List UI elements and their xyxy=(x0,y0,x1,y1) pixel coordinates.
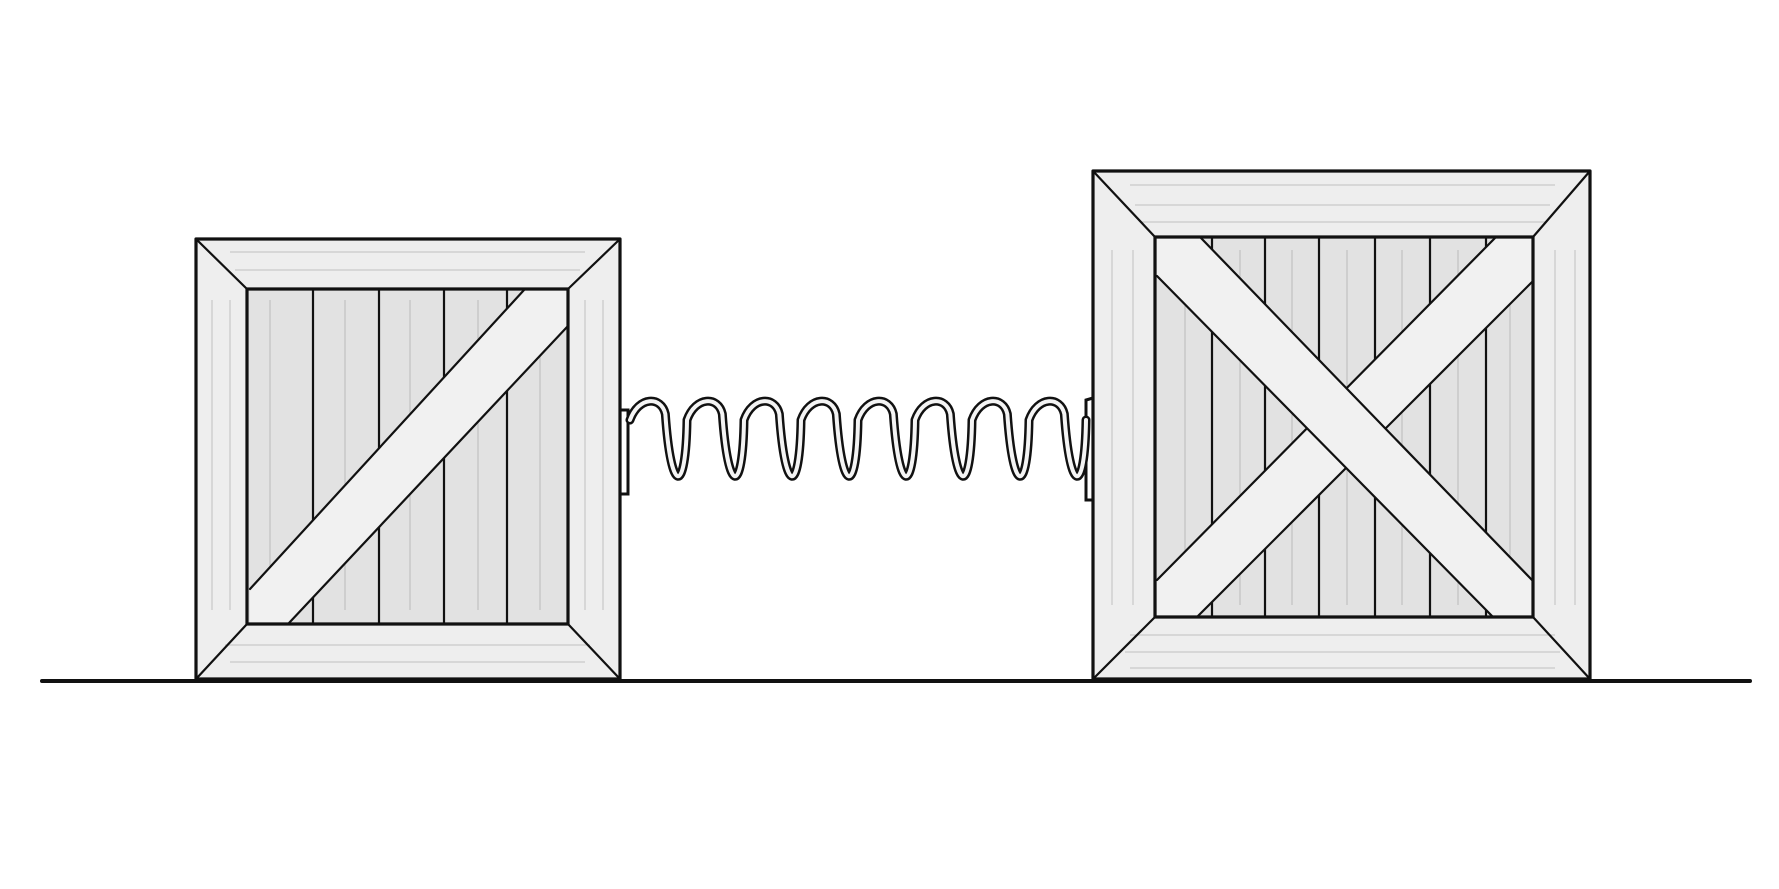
right-crate xyxy=(1091,169,1592,681)
left-crate xyxy=(194,237,622,681)
right-crate-brace-b xyxy=(1157,238,1532,616)
right-crate-frame-grain xyxy=(1111,184,1576,669)
spring-left-cap xyxy=(621,408,630,496)
left-crate-brace xyxy=(250,290,567,623)
spring-coil-body xyxy=(628,399,1088,479)
spring xyxy=(621,396,1094,502)
left-crate-frame-grain xyxy=(211,251,604,663)
